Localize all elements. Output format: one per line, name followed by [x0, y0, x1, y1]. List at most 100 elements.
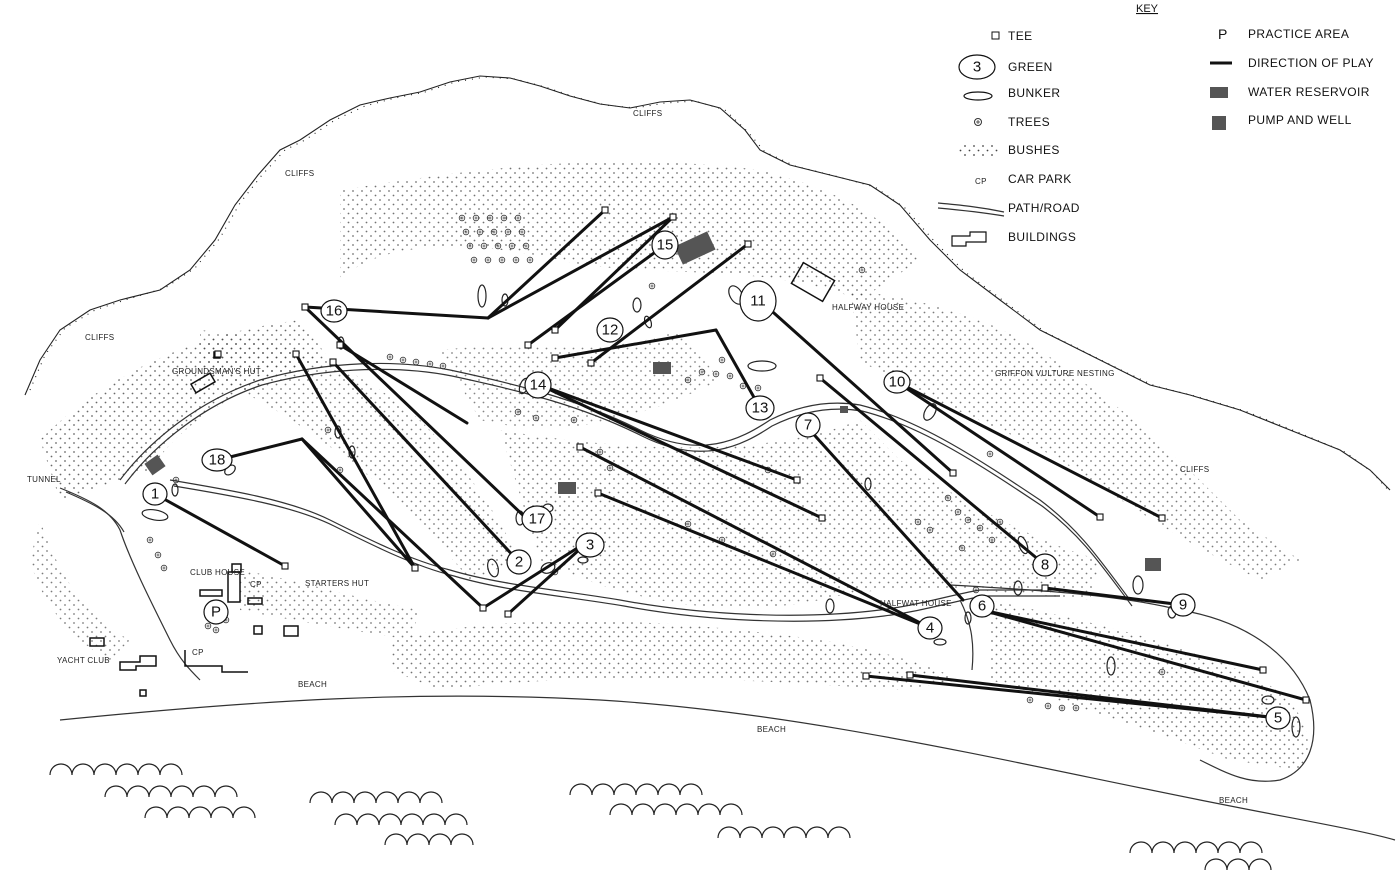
beach-rocks	[144, 806, 256, 819]
play-line	[300, 437, 417, 570]
bunker	[747, 360, 777, 372]
tee-marker	[1259, 666, 1267, 674]
play-line	[806, 426, 965, 602]
tee-marker	[551, 354, 559, 362]
car-park-icon: CP	[975, 177, 987, 186]
tree	[172, 476, 180, 484]
tee-marker	[1096, 513, 1104, 521]
beach-rocks	[569, 783, 703, 796]
tree	[648, 282, 656, 290]
play-line	[895, 380, 1164, 520]
label-beach-3: BEACH	[1219, 796, 1248, 805]
green-hole-6	[969, 594, 995, 618]
label-griffon-vulture: GRIFFON VULTURE NESTING	[995, 369, 1115, 378]
label-cliffs-right: CLIFFS	[1180, 465, 1209, 474]
path-road-icon	[937, 202, 1005, 213]
paths-roads	[59, 362, 1133, 681]
hole-number-14: 14	[530, 377, 547, 394]
hole-number-18: 18	[209, 452, 226, 469]
label-halfway-house-bottom: HALFWAT HOUSE	[880, 599, 952, 608]
green-icon	[958, 54, 996, 80]
label-tunnel: TUNNEL	[27, 475, 61, 484]
label-yacht-club: YACHT CLUB	[57, 656, 110, 665]
tree	[212, 626, 220, 634]
key-green-sample: 3	[973, 59, 981, 76]
play-line	[506, 538, 592, 616]
play-line	[596, 491, 932, 630]
tree	[986, 450, 994, 458]
key-label-trees: TREES	[1008, 115, 1050, 129]
place-labels: CLIFFS CLIFFS CLIFFS CLIFFS TUNNEL GROUN…	[27, 109, 1248, 805]
tree	[470, 256, 478, 264]
building-icon	[951, 231, 987, 247]
green-hole-18	[201, 448, 233, 472]
hole-number-2: 2	[515, 554, 523, 571]
green-hole-14	[524, 371, 552, 399]
label-practice: P	[211, 604, 221, 621]
tee-marker	[281, 562, 289, 570]
play-line	[980, 608, 1308, 702]
label-starters-hut: STARTERS HUT	[305, 579, 369, 588]
tee-marker	[793, 476, 801, 484]
play-line	[153, 492, 287, 568]
beach-rocks	[309, 791, 443, 804]
label-car-park-2: CP	[192, 648, 204, 657]
tee-marker	[1302, 696, 1310, 704]
key-label-path-road: PATH/ROAD	[1008, 201, 1080, 215]
hole-number-6: 6	[978, 598, 986, 615]
tee-marker	[1158, 514, 1166, 522]
beach-rocks	[1129, 841, 1263, 854]
groundsmans-hut-building	[189, 372, 217, 394]
halfway-house-building	[790, 261, 836, 303]
tee-marker	[551, 326, 559, 334]
tee-marker	[301, 303, 309, 311]
green-hole-1	[142, 482, 168, 506]
tree	[160, 564, 168, 572]
key-label-water-reservoir: WATER RESERVOIR	[1248, 85, 1370, 99]
tee-marker	[524, 341, 532, 349]
tree-icon	[974, 118, 982, 126]
tee-marker	[1041, 584, 1049, 592]
beach-rocks	[49, 763, 183, 776]
play-line	[895, 380, 1102, 519]
tree	[718, 356, 726, 364]
tee-marker	[411, 564, 419, 572]
key-label-bunker: BUNKER	[1008, 86, 1060, 100]
tree	[498, 256, 506, 264]
bunker	[933, 638, 947, 646]
beach-rocks	[1204, 858, 1272, 870]
bunker	[1106, 656, 1116, 676]
tee-marker	[479, 604, 487, 612]
label-cliffs-top: CLIFFS	[633, 109, 662, 118]
tree	[154, 551, 162, 559]
tree	[754, 384, 762, 392]
label-cliffs-top-left: CLIFFS	[285, 169, 314, 178]
key-label-direction: DIRECTION OF PLAY	[1248, 56, 1374, 70]
water-reservoirs	[144, 231, 1161, 571]
play-line	[538, 383, 799, 482]
green-hole-10	[883, 370, 911, 394]
tee-marker	[336, 341, 344, 349]
tee-marker	[744, 240, 752, 248]
bunker	[923, 403, 937, 421]
bunker	[864, 477, 872, 491]
bunker	[1132, 575, 1144, 595]
tree	[526, 256, 534, 264]
tee-marker	[669, 213, 677, 221]
bunker	[171, 483, 179, 497]
green-hole-13	[745, 395, 775, 421]
green-hole-3	[575, 532, 605, 558]
hole-number-10: 10	[889, 374, 906, 391]
tee-marker	[601, 206, 609, 214]
tree	[726, 372, 734, 380]
green-hole-16	[320, 299, 348, 323]
hole-number-13: 13	[752, 400, 769, 417]
play-line	[481, 538, 592, 610]
tee-marker	[594, 489, 602, 497]
water-reservoir-icon	[1210, 87, 1228, 98]
hole-number-7: 7	[804, 417, 812, 434]
label-halfway-house-top: HALFWAY HOUSE	[832, 303, 904, 312]
tee-marker	[949, 469, 957, 477]
key-label-tee: TEE	[1008, 29, 1033, 43]
tee-marker	[862, 672, 870, 680]
